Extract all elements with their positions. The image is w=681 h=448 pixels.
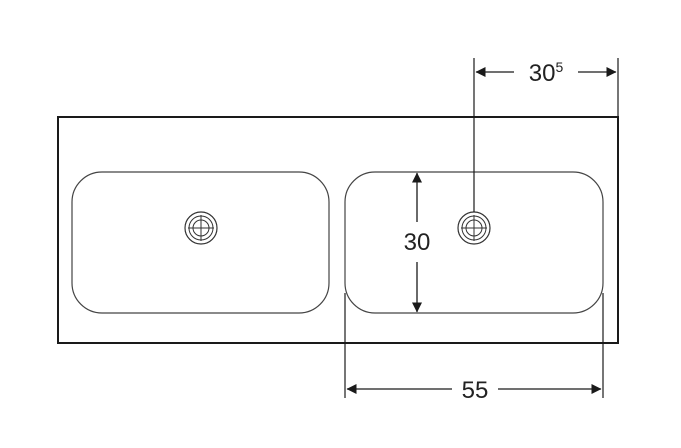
top-dimension-label: 305: [529, 59, 564, 87]
top-dimension-superscript: 5: [555, 59, 563, 75]
right-drain-icon: [457, 211, 491, 245]
top-dimension-value: 30: [529, 60, 556, 87]
left-basin-bowl: [71, 171, 330, 314]
height-dimension: 30: [404, 172, 431, 313]
width-dimension: 55: [344, 293, 604, 404]
top-dimension: 305: [473, 58, 619, 212]
left-drain-icon: [184, 211, 218, 245]
width-dimension-label: 55: [462, 377, 489, 404]
height-dimension-label: 30: [404, 229, 431, 256]
countertop-outline: [57, 116, 619, 344]
